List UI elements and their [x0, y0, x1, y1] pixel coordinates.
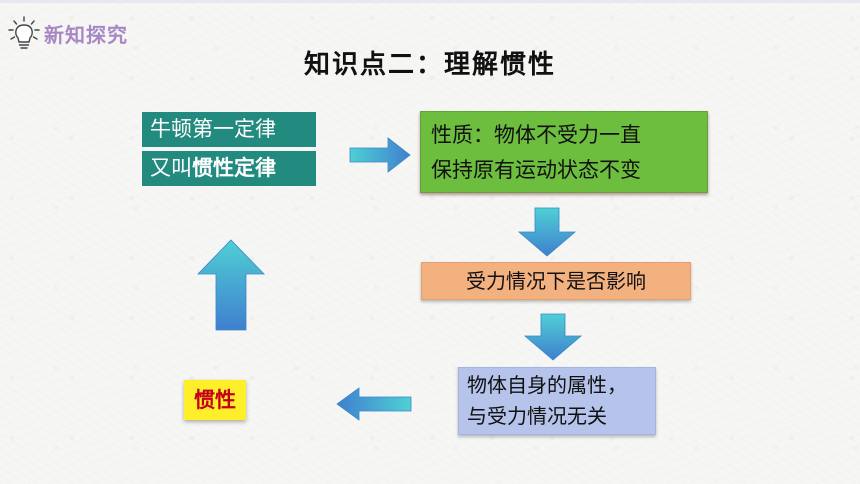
- force-influence-box: 受力情况下是否影响: [421, 262, 691, 300]
- intrinsic-line-1: 物体自身的属性，: [467, 373, 627, 397]
- property-box: 性质：物体不受力一直 保持原有运动状态不变: [420, 111, 708, 193]
- inertia-box: 惯性: [184, 380, 246, 420]
- section-badge: 新知探究: [6, 16, 128, 50]
- arrow-down-icon: [517, 207, 577, 257]
- page-title: 知识点二：理解惯性: [303, 50, 556, 80]
- header-bar: [0, 0, 860, 3]
- arrow-down-icon: [523, 313, 583, 361]
- intrinsic-property-box: 物体自身的属性， 与受力情况无关: [458, 367, 656, 435]
- newton-line-2-strong: 惯性定律: [192, 156, 276, 180]
- property-line-1: 性质：物体不受力一直: [431, 123, 641, 147]
- arrow-left-icon: [336, 387, 412, 421]
- section-label: 新知探究: [44, 22, 128, 47]
- arrow-up-icon: [197, 239, 265, 331]
- arrow-right-icon: [349, 137, 411, 173]
- newton-line-1: 牛顿第一定律: [142, 112, 316, 147]
- newton-line-2: 又叫惯性定律: [142, 151, 316, 186]
- property-line-2: 保持原有运动状态不变: [431, 158, 641, 182]
- newton-first-law-box: 牛顿第一定律 又叫惯性定律: [142, 112, 316, 186]
- intrinsic-line-2: 与受力情况无关: [467, 404, 607, 428]
- newton-line-2-prefix: 又叫: [150, 156, 192, 180]
- lightbulb-icon: [6, 16, 42, 50]
